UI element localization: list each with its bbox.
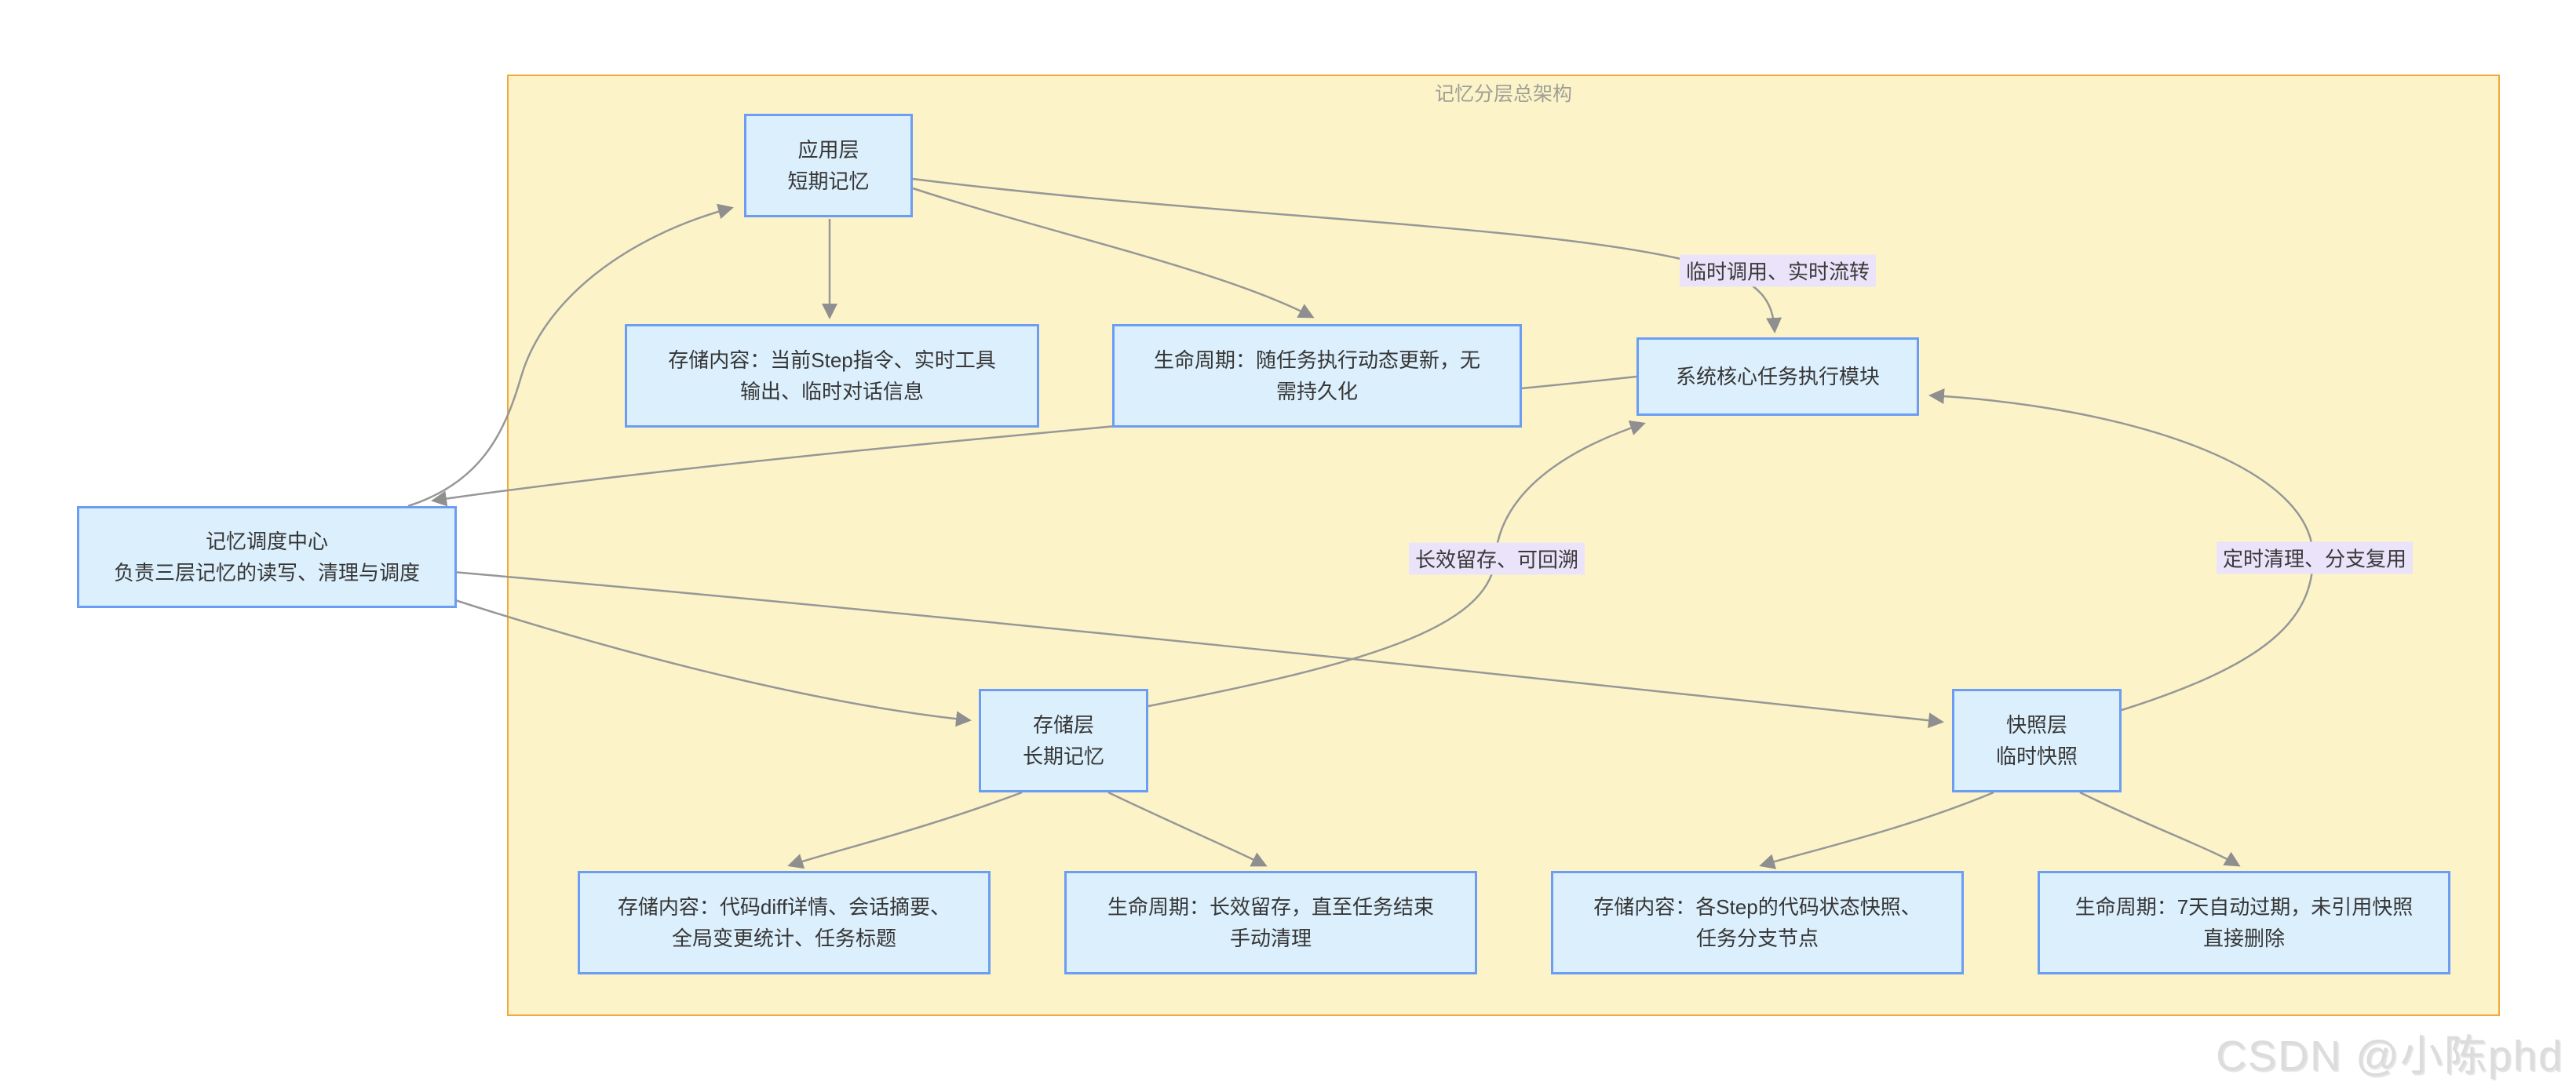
- node-app-layer: 应用层 短期记忆: [744, 114, 913, 217]
- node-memory-scheduler-label: 记忆调度中心 负责三层记忆的读写、清理与调度: [113, 529, 420, 585]
- node-core-module: 系统核心任务执行模块: [1636, 337, 1919, 416]
- subgraph-title: 记忆分层总架构: [1434, 83, 1572, 105]
- node-memory-scheduler: 记忆调度中心 负责三层记忆的读写、清理与调度: [77, 506, 457, 608]
- node-storage-layer: 存储层 长期记忆: [979, 689, 1148, 792]
- node-snapshot-layer-label: 快照层 临时快照: [1995, 712, 2078, 768]
- node-app-lifecycle: 生命周期：随任务执行动态更新，无 需持久化: [1112, 324, 1522, 428]
- csdn-watermark: CSDN @小陈phd: [2216, 1033, 2563, 1080]
- edge-label-temp-flow: 临时调用、实时流转: [1679, 254, 1877, 287]
- node-storage-layer-label: 存储层 长期记忆: [1022, 712, 1104, 768]
- node-storage-content-label: 存储内容：代码diff详情、会话摘要、 全局变更统计、任务标题: [617, 894, 951, 950]
- node-storage-content: 存储内容：代码diff详情、会话摘要、 全局变更统计、任务标题: [578, 871, 991, 974]
- node-app-layer-label: 应用层 短期记忆: [787, 137, 870, 193]
- node-snapshot-layer: 快照层 临时快照: [1952, 689, 2122, 792]
- node-snapshot-content-label: 存储内容：各Step的代码状态快照、 任务分支节点: [1593, 894, 1921, 950]
- node-storage-lifecycle: 生命周期：长效留存，直至任务结束 手动清理: [1064, 871, 1477, 974]
- node-storage-lifecycle-label: 生命周期：长效留存，直至任务结束 手动清理: [1107, 894, 1434, 950]
- node-snapshot-lifecycle: 生命周期：7天自动过期，未引用快照 直接删除: [2038, 871, 2450, 974]
- node-app-lifecycle-label: 生命周期：随任务执行动态更新，无 需持久化: [1153, 348, 1480, 403]
- node-snapshot-content: 存储内容：各Step的代码状态快照、 任务分支节点: [1551, 871, 1964, 974]
- node-app-storage-content-label: 存储内容：当前Step指令、实时工具 输出、临时对话信息: [668, 348, 996, 403]
- node-app-storage-content: 存储内容：当前Step指令、实时工具 输出、临时对话信息: [625, 324, 1039, 428]
- edge-label-timed-clean: 定时清理、分支复用: [2216, 541, 2414, 574]
- node-snapshot-lifecycle-label: 生命周期：7天自动过期，未引用快照 直接删除: [2074, 894, 2414, 950]
- node-core-module-label: 系统核心任务执行模块: [1675, 364, 1880, 388]
- edge-label-long-keep: 长效留存、可回溯: [1408, 542, 1585, 575]
